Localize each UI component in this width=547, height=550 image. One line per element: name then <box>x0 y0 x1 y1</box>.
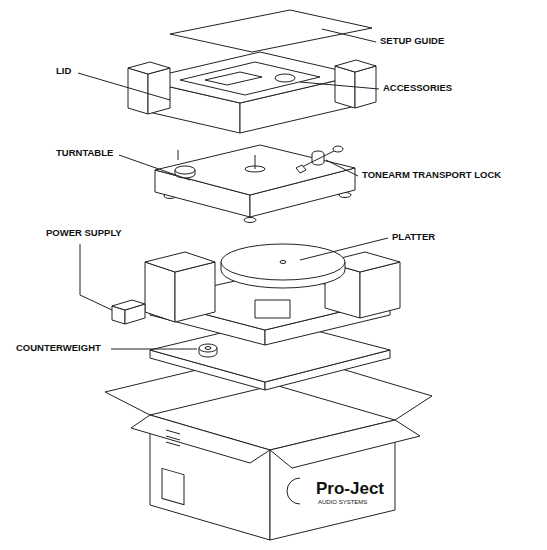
part-label: ACCESSORIES <box>383 83 452 94</box>
part-label: POWER SUPPLY <box>46 228 122 239</box>
platter-part <box>221 244 345 288</box>
lid-tray <box>128 52 376 133</box>
part-label: PLATTER <box>392 232 435 243</box>
counterweight-part <box>199 344 217 357</box>
setup-guide-sheet <box>170 10 372 52</box>
part-label: TURNTABLE <box>56 148 113 159</box>
part-label: SETUP GUIDE <box>380 36 444 47</box>
brand-logo: Pro-Ject <box>316 479 384 499</box>
part-label: TONEARM TRANSPORT LOCK <box>362 170 501 181</box>
leader-lines <box>78 29 388 349</box>
brand-tagline: AUDIO SYSTEMS <box>318 499 367 506</box>
part-label: COUNTERWEIGHT <box>16 343 101 354</box>
turntable-part <box>155 145 355 223</box>
power-supply-part <box>112 300 145 324</box>
part-label: LID <box>56 66 71 77</box>
